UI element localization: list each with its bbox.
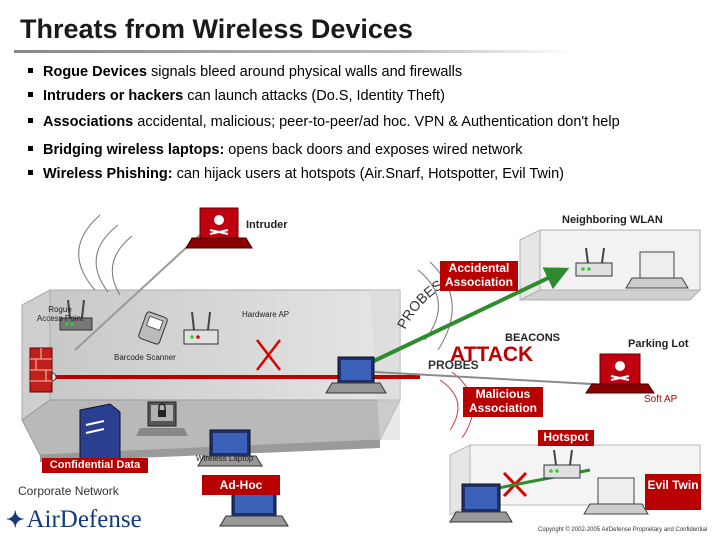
wireless-laptop-label: Wireless Laptop: [196, 454, 254, 463]
bullet-bold: Wireless Phishing:: [43, 166, 173, 182]
signal-arc: [95, 224, 119, 293]
malicious-association-label: Malicious Association: [463, 387, 543, 417]
rogue-access-point-icon: [59, 299, 93, 331]
logo-text: AirDefense: [26, 506, 142, 533]
bullet-marker: [28, 67, 33, 73]
bullet-text: signals bleed around physical walls and …: [146, 64, 463, 80]
barcode-scanner-label: Barcode Scanner: [114, 353, 176, 362]
wlan-room-floor: [519, 289, 702, 301]
wireless-laptop-icon: [197, 429, 263, 467]
ad-hoc-label: Ad-Hoc: [202, 475, 280, 495]
neighboring-wlan-label: Neighboring WLAN: [562, 214, 663, 226]
bullet-bold: Rogue Devices: [43, 64, 147, 80]
bullet-text: can hijack users at hotspots (Air.Snarf,…: [172, 166, 564, 182]
bullet-marker: [28, 117, 33, 123]
rogue-access-point-label: Rogue Access Point: [36, 305, 84, 323]
title-underline: [14, 50, 574, 53]
bullet-associations: Associations accidental, malicious; peer…: [28, 114, 620, 130]
confidential-data-label: Confidential Data: [42, 458, 148, 473]
firewall-icon: [29, 347, 53, 393]
beacons-label: BEACONS: [505, 332, 561, 344]
airdefense-logo: ✦AirDefense: [6, 506, 142, 534]
intruder-laptop-icon: [185, 207, 253, 249]
building-laptop-icon: [325, 356, 387, 394]
bullet-marker: [28, 169, 33, 175]
bullet-bold: Intruders or hackers: [43, 88, 184, 104]
copyright-notice: Copyright © 2002-2005 AirDefense Proprie…: [538, 527, 708, 533]
evil-twin-label: Evil Twin: [645, 474, 701, 510]
right-wall: [370, 290, 400, 440]
signal-arc: [111, 235, 133, 296]
workstation-icon: [136, 401, 188, 436]
logo-mark-icon: ✦: [6, 507, 25, 532]
corporate-network-label: Corporate Network: [18, 484, 119, 498]
bullet-text: opens back doors and exposes wired netwo…: [224, 142, 523, 158]
probes-label: PROBES: [428, 358, 479, 372]
slide-title: Threats from Wireless Devices: [20, 14, 413, 44]
bullet-text: can launch attacks (Do.S, Identity Theft…: [183, 88, 445, 104]
bullet-text: accidental, malicious; peer-to-peer/ad h…: [133, 114, 620, 130]
bullet-marker: [28, 145, 33, 151]
accidental-association-arrow: [354, 267, 570, 372]
intruder-label: Intruder: [246, 219, 288, 231]
bullet-bold: Associations: [43, 114, 134, 130]
malicious-link: [374, 371, 611, 386]
neighbor-laptop-icon: [625, 251, 689, 289]
probes-arc-label: PROBES: [394, 276, 446, 331]
signal-arc: [429, 261, 453, 351]
soft-ap-label: Soft AP: [644, 394, 678, 405]
bullet-rogue-devices: Rogue Devices signals bleed around physi…: [28, 64, 462, 80]
bullet-bridging: Bridging wireless laptops: opens back do…: [28, 142, 523, 158]
bullet-phishing: Wireless Phishing: can hijack users at h…: [28, 166, 564, 182]
signal-arc: [78, 214, 101, 291]
attack-label: ATTACK: [450, 343, 534, 366]
signal-arc: [439, 379, 459, 431]
probes-arc-text: PROBES: [394, 276, 446, 331]
bullet-marker: [28, 91, 33, 97]
accidental-association-label: Accidental Association: [440, 261, 518, 291]
intruder-link: [74, 234, 201, 351]
hotspot-ap-icon: [543, 449, 581, 479]
hardware-ap-icon: [183, 311, 219, 345]
hotspot-label: Hotspot: [538, 430, 594, 446]
parking-lot-label: Parking Lot: [628, 338, 689, 350]
parking-lot-attacker-icon: [585, 353, 655, 394]
bullet-bold: Bridging wireless laptops:: [43, 142, 225, 158]
hotspot-laptop-icon: [583, 477, 649, 515]
hardware-ap-label: Hardware AP: [242, 310, 290, 319]
blocked-x-icon: [256, 339, 281, 371]
bullet-intruders: Intruders or hackers can launch attacks …: [28, 88, 445, 104]
barcode-scanner-icon: [138, 311, 168, 345]
neighbor-ap-icon: [575, 247, 613, 277]
hotspot-victim-laptop-icon: [449, 483, 513, 523]
